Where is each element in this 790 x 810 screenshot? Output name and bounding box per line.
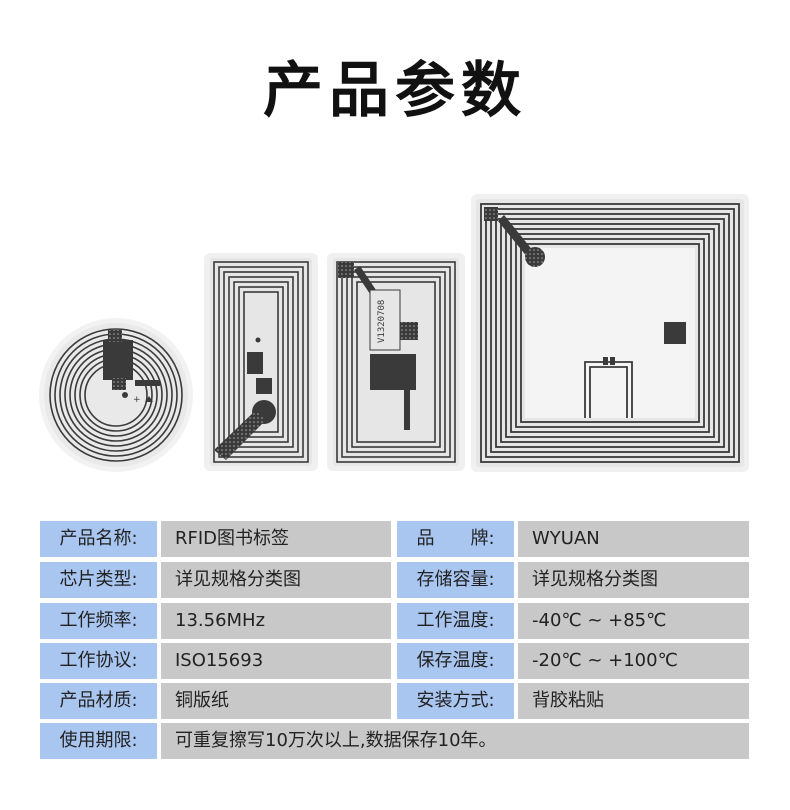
spec-label-frequency: 工作频率: [40,603,157,639]
vertical-rfid-tag [204,253,318,471]
page-title: 产品参数 [263,56,527,126]
spec-label-brand: 品 牌: [397,521,514,557]
svg-text:+: + [133,395,141,405]
spec-value-protocol: ISO15693 [161,643,391,679]
spec-value-chip-type: 详见规格分类图 [161,562,391,598]
spec-label-operating-temp: 工作温度: [397,603,514,639]
rfid-tags-illustration: + [39,194,749,472]
spec-label-material: 产品材质: [40,683,157,719]
spec-value-installation: 背胶粘贴 [518,683,749,719]
round-rfid-tag: + [39,318,193,472]
spec-value-storage-capacity: 详见规格分类图 [518,562,749,598]
spec-label-service-life: 使用期限: [40,723,157,759]
spec-value-product-name: RFID图书标签 [161,521,391,557]
spec-label-product-name: 产品名称: [40,521,157,557]
spec-label-protocol: 工作协议: [40,643,157,679]
spec-label-installation: 安装方式: [397,683,514,719]
spec-value-brand: WYUAN [518,521,749,557]
spec-label-storage-temp: 保存温度: [397,643,514,679]
spec-value-operating-temp: -40℃ ~ +85℃ [518,603,749,639]
dipole-rfid-tag: V1320708 [327,253,465,471]
spec-label-chip-type: 芯片类型: [40,562,157,598]
spec-value-frequency: 13.56MHz [161,603,391,639]
spec-label-storage-capacity: 存储容量: [397,562,514,598]
spec-value-service-life: 可重复擦写10万次以上,数据保存10年。 [161,723,749,759]
spec-value-material: 铜版纸 [161,683,391,719]
chip-code-text: V1320708 [377,300,387,343]
square-rfid-tag [471,194,749,472]
spec-value-storage-temp: -20℃ ~ +100℃ [518,643,749,679]
